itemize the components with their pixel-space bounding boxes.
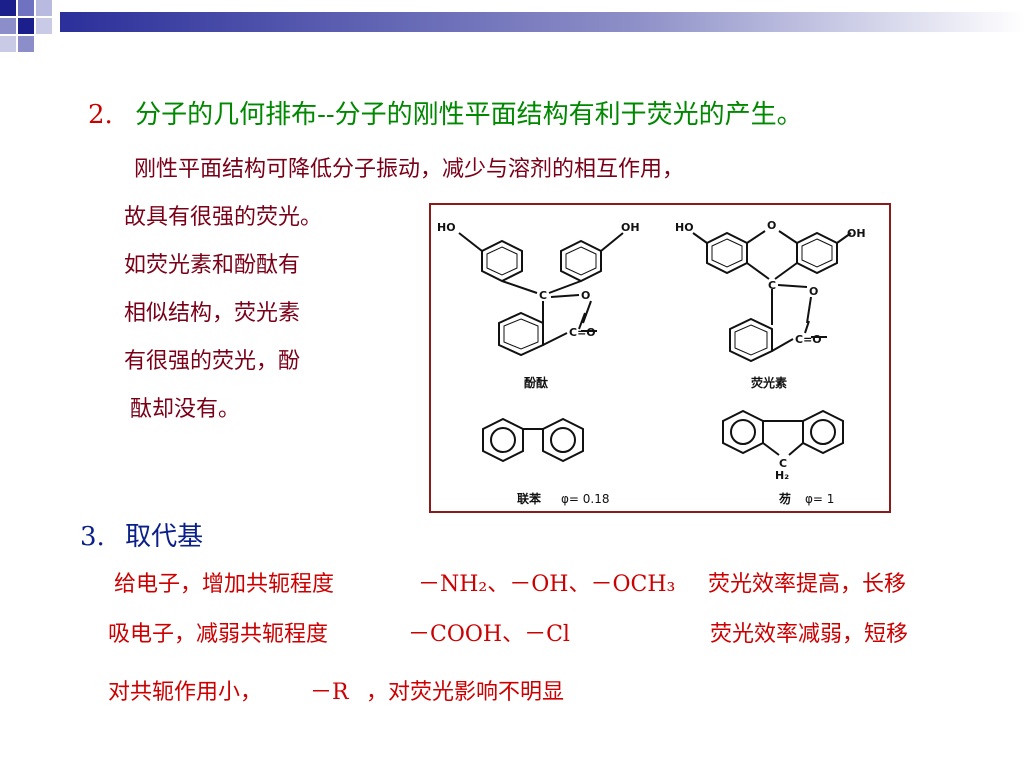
substituent-groups: －COOH、－Cl [408, 622, 570, 647]
substituent-effect: ，对荧光影响不明显 [366, 680, 565, 705]
section-2-title: 分子的几何排布--分子的刚性平面结构有利于荧光的产生。 [135, 100, 803, 130]
body-line: 有很强的荧光，酚 [124, 349, 301, 374]
atom-label: OH [621, 221, 640, 234]
compound-label: 酚酞 [524, 375, 548, 390]
atom-label: O [581, 289, 590, 302]
section-3-title: 取代基 [125, 522, 204, 552]
quantum-yield: φ= 0.18 [561, 492, 610, 506]
section-3-number: 3. [80, 522, 105, 552]
atom-label: O [809, 285, 818, 298]
header-decoration [0, 0, 1024, 52]
body-line: 如荧光素和酚酞有 [124, 253, 301, 278]
structures-drawing: HO OH C O C=O HO O OH C O C=O C H₂ 酚酞 荧光… [437, 219, 866, 506]
atom-label: C [779, 457, 787, 470]
body-line: 相似结构，荧光素 [124, 301, 301, 326]
structure-figure: HO OH C O C=O HO O OH C O C=O C H₂ 酚酞 荧光… [429, 203, 891, 513]
atom-label: OH [847, 227, 866, 240]
body-line: 故具有很强的荧光。 [124, 205, 323, 230]
section-3-heading: 3. 取代基 [80, 516, 203, 553]
body-line: 刚性平面结构可降低分子振动，减少与溶剂的相互作用， [134, 157, 685, 182]
quantum-yield: φ= 1 [805, 492, 834, 506]
phenolphthalein-structure [458, 232, 624, 357]
atom-label: C=O [795, 333, 822, 346]
substituent-desc: 给电子，增加共轭程度 [114, 572, 335, 597]
compound-label: 芴 [778, 491, 791, 506]
compound-label: 荧光素 [751, 375, 787, 390]
substituent-effect: 荧光效率减弱，短移 [710, 622, 909, 647]
atom-label: C=O [569, 326, 596, 339]
atom-label: H₂ [775, 469, 789, 482]
body-line: 酞却没有。 [130, 397, 241, 422]
substituent-groups: －R [310, 680, 349, 705]
substituent-desc: 吸电子，减弱共轭程度 [108, 622, 329, 647]
atom-label: C [539, 289, 547, 302]
substituent-effect: 荧光效率提高，长移 [708, 572, 907, 597]
biphenyl-structure [482, 417, 584, 463]
atom-label: C [768, 279, 776, 292]
atom-label: HO [675, 221, 694, 234]
atom-label: O [767, 219, 776, 232]
fluorene-structure [722, 409, 844, 456]
section-2-number: 2. [88, 100, 113, 130]
substituent-groups: －NH₂、－OH、－OCH₃ [418, 572, 676, 597]
atom-label: HO [437, 221, 456, 234]
substituent-desc: 对共轭作用小， [108, 680, 263, 705]
compound-label: 联苯 [517, 491, 542, 506]
fluorescein-structure [692, 230, 852, 363]
section-2-heading: 2. 分子的几何排布--分子的刚性平面结构有利于荧光的产生。 [88, 94, 803, 131]
